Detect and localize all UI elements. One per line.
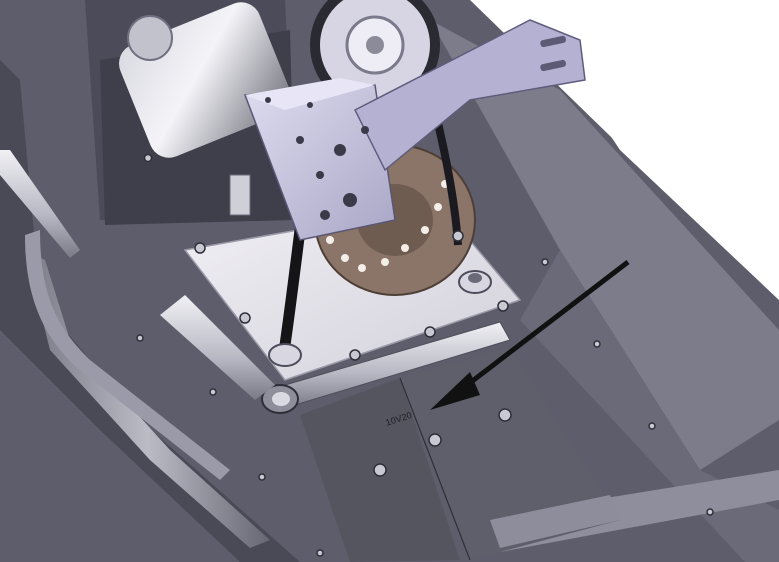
pointer-arrow-shaft [456, 260, 630, 394]
handle-tube [160, 295, 275, 400]
cable [279, 224, 306, 351]
arm-slot-2 [540, 59, 566, 72]
left-rail-highlight [25, 250, 270, 548]
chassis-right-face [430, 20, 779, 470]
bracket-fasteners [265, 97, 369, 220]
left-rail-outer [0, 60, 300, 562]
plate-seam [399, 377, 471, 561]
bracket-arm [353, 19, 586, 172]
arm-slot-1 [540, 35, 566, 48]
pulley-bore [366, 36, 384, 54]
cover-step [490, 495, 620, 548]
left-rail-curve [25, 230, 230, 480]
side-fitting [229, 174, 251, 216]
motor-end-cap [127, 15, 173, 61]
brake-disc-holes [326, 180, 449, 272]
frame-bolts [136, 153, 714, 557]
left-rod [0, 150, 80, 258]
standoffs [268, 270, 492, 367]
hinge-rod-end-bore [272, 392, 290, 406]
pointer-arrow-head [430, 372, 480, 410]
bracket-top [245, 78, 375, 110]
